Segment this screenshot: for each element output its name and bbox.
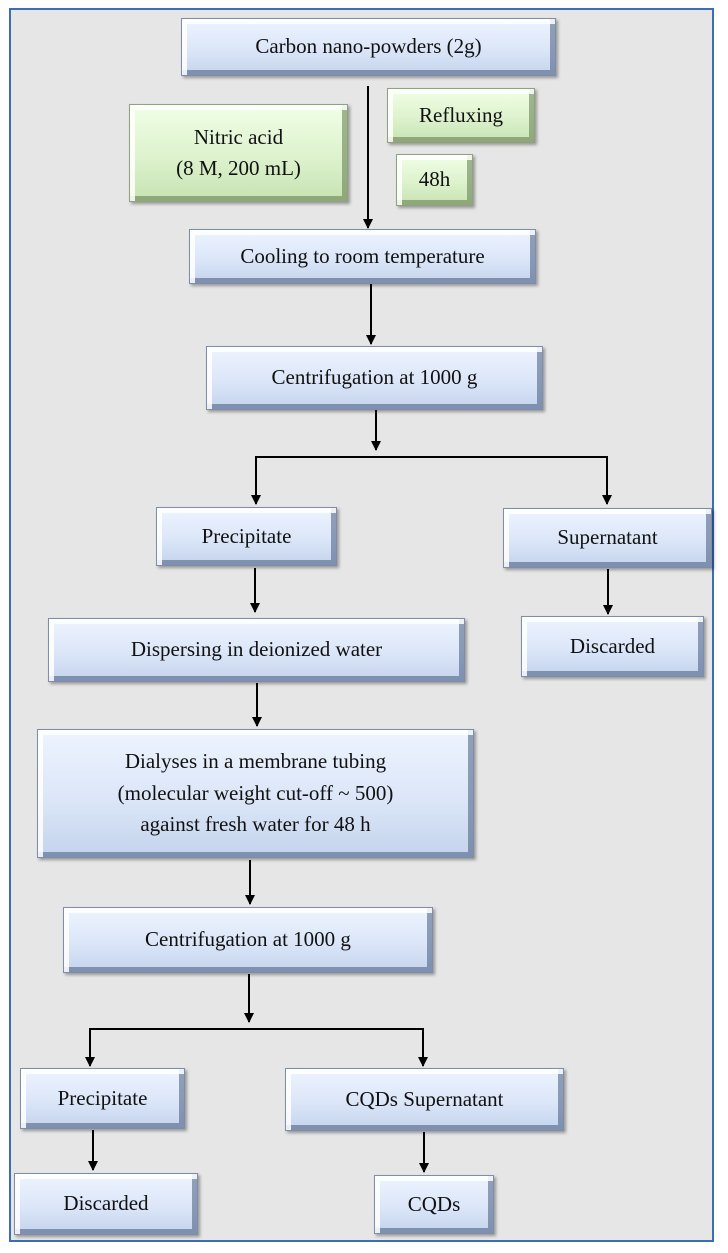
node-nitric-line-2: (8 M, 200 mL) <box>176 156 301 180</box>
node-nitric-line-1: Nitric acid <box>193 124 284 149</box>
node-refluxing: Refluxing <box>387 88 535 143</box>
node-discarded-2: Discarded <box>14 1173 198 1235</box>
node-cqds-label: CQDs <box>407 1191 461 1216</box>
node-discarded-2-label: Discarded <box>63 1191 149 1216</box>
node-dialyses-line-3: against fresh water for 48 h <box>140 812 371 837</box>
node-supernatant-1-label: Supernatant <box>557 525 658 550</box>
node-centrifugation-2: Centrifugation at 1000 g <box>63 907 433 973</box>
node-dispersing-label: Dispersing in deionized water <box>130 637 383 662</box>
node-dialyses: Dialyses in a membrane tubing (molecular… <box>37 729 474 858</box>
node-carbon-nano-powders: Carbon nano-powders (2g) <box>181 18 556 76</box>
node-dispersing: Dispersing in deionized water <box>48 618 465 682</box>
node-dialyses-line-2: (molecular weight cut-off ~ 500) <box>117 780 394 805</box>
node-precipitate-2: Precipitate <box>20 1068 185 1129</box>
node-centrifugation-2-label: Centrifugation at 1000 g <box>145 927 351 952</box>
node-discarded-1: Discarded <box>521 616 704 677</box>
node-cooling: Cooling to room temperature <box>189 229 536 284</box>
node-dialyses-text: Dialyses in a membrane tubing (molecular… <box>118 746 394 841</box>
node-cqds-supernatant: CQDs Supernatant <box>285 1068 564 1131</box>
node-centrifugation-1: Centrifugation at 1000 g <box>206 346 543 410</box>
node-dialyses-line-1: Dialyses in a membrane tubing <box>124 749 387 774</box>
node-cooling-label: Cooling to room temperature <box>240 243 485 268</box>
node-precipitate-1: Precipitate <box>156 507 337 566</box>
branch-line-1 <box>255 456 608 500</box>
node-carbon-label: Carbon nano-powders (2g) <box>255 34 482 59</box>
node-supernatant-1: Supernatant <box>503 508 712 568</box>
node-nitric-text: Nitric acid (8 M, 200 mL) <box>176 122 301 185</box>
node-duration-label: 48h <box>418 167 451 192</box>
branch-line-2 <box>89 1028 424 1063</box>
node-cqds: CQDs <box>374 1175 494 1234</box>
node-discarded-1-label: Discarded <box>569 633 656 658</box>
node-nitric-acid: Nitric acid (8 M, 200 mL) <box>129 104 348 202</box>
node-cqds-supernatant-label: CQDs Supernatant <box>345 1086 504 1111</box>
node-refluxing-label: Refluxing <box>419 102 503 127</box>
node-duration: 48h <box>396 154 473 206</box>
node-centrifugation-1-label: Centrifugation at 1000 g <box>271 365 478 390</box>
node-precipitate-2-label: Precipitate <box>57 1085 148 1110</box>
node-precipitate-1-label: Precipitate <box>201 523 292 548</box>
